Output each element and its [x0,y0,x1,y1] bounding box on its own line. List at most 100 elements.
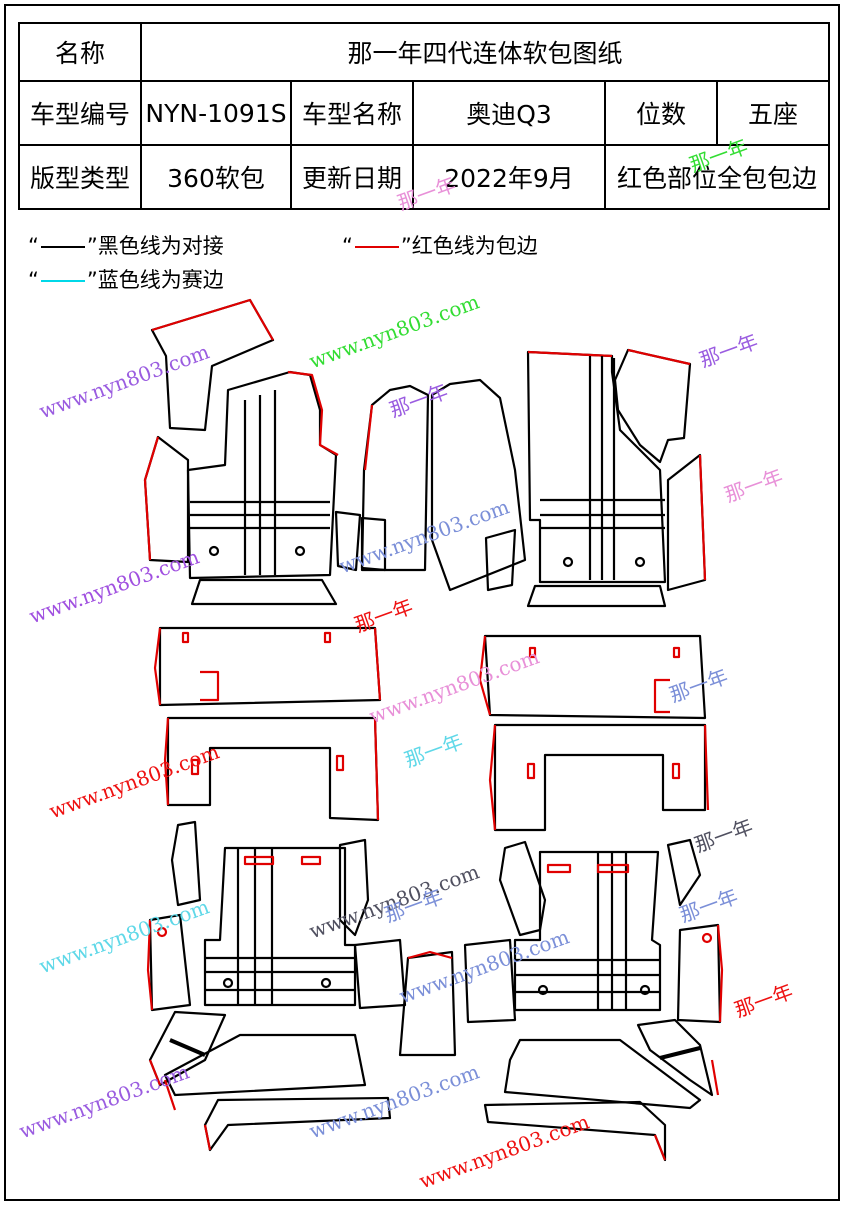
name-label: 名称 [18,22,142,82]
rear-cushion-right [503,1038,702,1110]
rear-bolster-right [498,840,547,937]
rear-strip-right-edge [710,1059,720,1096]
seat-seam [169,1038,206,1057]
type-value: 360软包 [140,144,292,210]
hole [562,556,574,568]
hole [701,932,713,944]
slot [300,855,322,866]
hole [537,984,549,996]
legend-black-swatch [40,246,85,248]
slot [671,762,681,780]
legend-black: “”黑色线为对接 [28,230,224,260]
hole [208,545,220,557]
slot [190,758,200,776]
floor-mat-left-edge [153,627,382,706]
floor-mat-right-edge [478,635,492,716]
tunnel-center [398,950,457,1057]
headrest-left-top-edge [151,298,274,341]
slot [546,863,572,874]
seat-base-left [190,578,338,606]
armrest-piece-b [360,516,387,572]
floor-row [153,626,707,720]
hole [320,977,332,989]
seatback-right-edge [527,350,613,358]
door-panel-center-right [430,378,527,592]
mid-row [163,716,710,832]
u-panel-left-edge [163,717,380,821]
slot [323,631,332,644]
door-panel-center-left-edge [363,404,374,471]
slot [672,646,681,659]
page-frame [4,4,840,1201]
headrest-left-top [150,298,275,432]
legend-red-swatch [354,246,399,248]
slot-bracket [200,670,220,702]
u-panel-left [166,716,380,822]
model-name-value: 奥迪Q3 [412,80,606,146]
date-value: 2022年9月 [412,144,606,210]
rear-panel-center-left [353,938,407,1010]
armrest-piece-a [334,510,362,572]
model-code-value: NYN-1091S [140,80,292,146]
armrest-piece-c [484,528,517,592]
rear-cushion-left-edge [163,1079,177,1111]
hole [156,926,168,938]
rear-side-tab-left [170,820,202,907]
rear-side-right-edge [716,924,724,1023]
note-value: 红色部位全包包边 [603,144,831,210]
legend-cyan-text: ”蓝色线为赛边 [86,268,224,292]
rear-strip-left-edge [148,1059,162,1086]
legend-cyan: “ ”蓝色线为赛边 [28,264,224,294]
rear-bolster-left [338,838,370,937]
slot [528,646,537,659]
rear-base-right [483,1100,667,1162]
rear-strip-right [636,1018,714,1097]
rear-base-left-edge [203,1124,212,1151]
rear-base-left [203,1096,392,1152]
legend-cyan-swatch [40,280,85,282]
hole [294,545,306,557]
drawing-title: 那一年四代连体软包图纸 [139,22,831,82]
info-row-type: 版型类型 360软包 更新日期 2022年9月 红色部位全包包边 [18,144,831,210]
hole [639,984,651,996]
rear-side-left [148,913,192,1012]
legend-red-open: “ [342,234,353,258]
info-table: 名称 那一年四代连体软包图纸 车型编号 NYN-1091S 车型名称 奥迪Q3 … [18,22,831,210]
slot [596,863,630,874]
front-right-seat-group [484,348,707,608]
rear-side-left-edge [146,919,154,1011]
rear-back-right [513,850,662,1012]
rear-strip-left [148,1010,227,1087]
door-panel-center-left [360,384,430,572]
floor-mat-left [158,626,382,707]
legend-black-open: “ [28,234,39,258]
rear-side-tab-right [666,838,702,907]
rear-panel-center-right [463,938,517,1024]
model-code-label: 车型编号 [18,80,142,146]
headrest-right [613,348,692,464]
headrest-right-edge [627,348,691,366]
slot [181,631,190,644]
hole [222,977,234,989]
floor-mat-right [483,634,707,720]
legend-cyan-open: “ [28,268,39,292]
slot [526,762,536,780]
seatback-left [186,370,338,580]
date-label: 更新日期 [290,144,414,210]
seatback-left-edge [287,370,339,456]
info-row-name: 名称 那一年四代连体软包图纸 [18,22,831,82]
legend-red: “ ”红色线为包边 [342,230,538,260]
tunnel-center-edge [407,950,453,960]
slot-bracket [653,678,670,714]
seat-side-right [666,453,707,592]
rear-base-right-edge [653,1134,667,1161]
model-name-label: 车型名称 [290,80,414,146]
seats-label: 位数 [604,80,718,146]
slot [335,754,345,772]
legend-red-text: ”红色线为包边 [400,234,538,258]
info-row-model: 车型编号 NYN-1091S 车型名称 奥迪Q3 位数 五座 [18,80,831,146]
hole [634,556,646,568]
seat-side-left-edge [143,436,160,561]
seatback-right [526,350,667,584]
front-left-seat-group [143,298,527,606]
